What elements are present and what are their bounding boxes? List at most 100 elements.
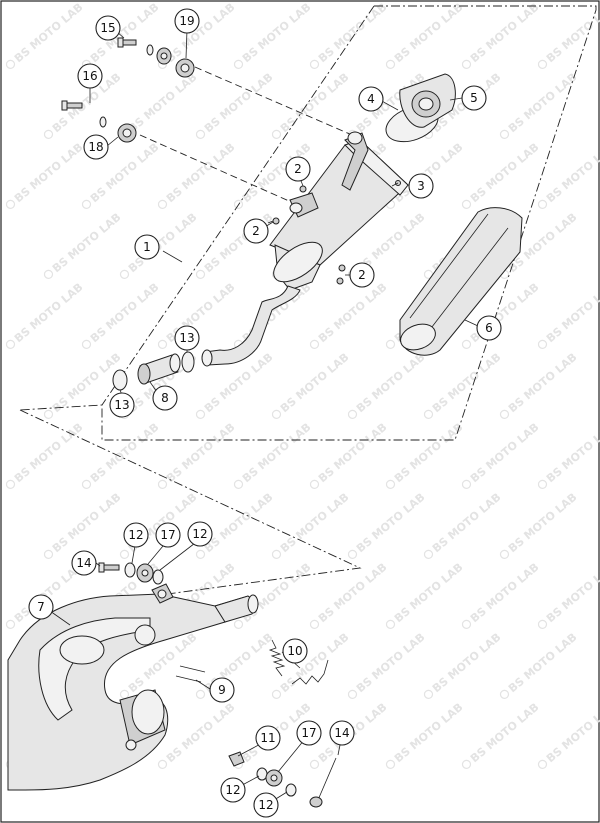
watermark-mark: BS MOTO LAB bbox=[461, 421, 541, 489]
watermark-text: BS MOTO LAB bbox=[202, 211, 275, 276]
watermark-text: BS MOTO LAB bbox=[468, 421, 541, 486]
watermark-text: BS MOTO LAB bbox=[88, 421, 161, 486]
callout-4: 4 bbox=[358, 86, 384, 112]
leader-lines bbox=[49, 29, 479, 806]
callout-11: 11 bbox=[255, 725, 281, 751]
watermark-text: BS MOTO LAB bbox=[316, 421, 389, 486]
spring-part-10-a bbox=[268, 639, 286, 677]
seal-ring-part-13-upper bbox=[181, 351, 195, 373]
watermark-mark: BS MOTO LAB bbox=[233, 1, 313, 69]
watermark-text: BS MOTO LAB bbox=[468, 561, 541, 626]
svg-text:14: 14 bbox=[76, 556, 91, 570]
seal-ring-part-13-lower bbox=[112, 369, 128, 391]
watermark-text: BS MOTO LAB bbox=[12, 421, 85, 486]
watermark-mark: BS MOTO LAB bbox=[385, 1, 465, 69]
watermark-text: BS MOTO LAB bbox=[392, 701, 465, 766]
watermark-mark: BS MOTO LAB bbox=[537, 141, 600, 209]
svg-text:12: 12 bbox=[258, 798, 273, 812]
watermark-text: BS MOTO LAB bbox=[240, 1, 313, 66]
bolt-alignment-line-lower bbox=[139, 134, 299, 206]
watermark-mark: BS MOTO LAB bbox=[423, 491, 503, 559]
watermark-text: BS MOTO LAB bbox=[126, 71, 199, 136]
washer-part-12-a bbox=[124, 562, 136, 578]
svg-text:2: 2 bbox=[358, 268, 366, 282]
washer-part-12-d bbox=[285, 783, 297, 797]
svg-text:12: 12 bbox=[225, 783, 240, 797]
watermark-text: BS MOTO LAB bbox=[278, 351, 351, 416]
callout-13-lower: 13 bbox=[109, 392, 135, 418]
svg-text:2: 2 bbox=[252, 224, 260, 238]
watermark-mark: BS MOTO LAB bbox=[195, 71, 275, 139]
watermark-text: BS MOTO LAB bbox=[544, 701, 600, 766]
bolt-part-16 bbox=[61, 100, 83, 111]
svg-text:13: 13 bbox=[179, 331, 194, 345]
watermark-text: BS MOTO LAB bbox=[240, 421, 313, 486]
assembly-link-line bbox=[19, 409, 362, 596]
watermark-text: BS MOTO LAB bbox=[506, 491, 579, 556]
watermark-text: BS MOTO LAB bbox=[544, 561, 600, 626]
watermark-text: BS MOTO LAB bbox=[430, 631, 503, 696]
watermark-mark: BS MOTO LAB bbox=[461, 1, 541, 69]
watermark-mark: BS MOTO LAB bbox=[271, 491, 351, 559]
watermark-mark: BS MOTO LAB bbox=[347, 491, 427, 559]
svg-text:2: 2 bbox=[294, 162, 302, 176]
watermark-text: BS MOTO LAB bbox=[50, 491, 123, 556]
callout-12-b: 12 bbox=[187, 521, 213, 547]
watermark-text: BS MOTO LAB bbox=[316, 1, 389, 66]
watermark-mark: BS MOTO LAB bbox=[157, 421, 237, 489]
washer-part-15 bbox=[146, 44, 154, 56]
svg-text:3: 3 bbox=[417, 179, 425, 193]
callout-15: 15 bbox=[95, 15, 121, 41]
watermark-text: BS MOTO LAB bbox=[468, 1, 541, 66]
watermark-text: BS MOTO LAB bbox=[316, 281, 389, 346]
watermark-mark: BS MOTO LAB bbox=[271, 351, 351, 419]
callout-19: 19 bbox=[174, 8, 200, 34]
clip-part-11 bbox=[228, 751, 245, 767]
callout-14-upper: 14 bbox=[71, 550, 97, 576]
bolt-part-15 bbox=[117, 37, 137, 48]
watermark-mark: BS MOTO LAB bbox=[5, 281, 85, 349]
watermark-text: BS MOTO LAB bbox=[354, 631, 427, 696]
watermark-mark: BS MOTO LAB bbox=[423, 631, 503, 699]
svg-text:8: 8 bbox=[161, 391, 169, 405]
watermark-text: BS MOTO LAB bbox=[278, 491, 351, 556]
watermark-mark: BS MOTO LAB bbox=[309, 1, 389, 69]
callout-9: 9 bbox=[209, 677, 235, 703]
callout-10: 10 bbox=[282, 638, 308, 664]
svg-text:11: 11 bbox=[260, 731, 275, 745]
callout-5: 5 bbox=[461, 85, 487, 111]
watermark-mark: BS MOTO LAB bbox=[233, 421, 313, 489]
watermark-mark: BS MOTO LAB bbox=[43, 351, 123, 419]
rubber-mount-part-17-b bbox=[265, 769, 283, 787]
silencer-cover-part-6 bbox=[399, 207, 523, 356]
screw-part-2-mid bbox=[267, 217, 280, 225]
callout-12-a: 12 bbox=[123, 522, 149, 548]
watermark-mark: BS MOTO LAB bbox=[499, 631, 579, 699]
watermark-text: BS MOTO LAB bbox=[506, 631, 579, 696]
watermark-text: BS MOTO LAB bbox=[164, 421, 237, 486]
watermark-mark: BS MOTO LAB bbox=[309, 561, 389, 629]
watermark-mark: BS MOTO LAB bbox=[537, 421, 600, 489]
callout-14-lower: 14 bbox=[329, 720, 355, 746]
watermark-text: BS MOTO LAB bbox=[544, 1, 600, 66]
svg-text:4: 4 bbox=[367, 92, 375, 106]
callout-18: 18 bbox=[83, 134, 109, 160]
watermark-mark: BS MOTO LAB bbox=[309, 281, 389, 349]
watermark-text: BS MOTO LAB bbox=[468, 701, 541, 766]
rubber-mount-part-19-b bbox=[175, 58, 195, 78]
watermark-text: BS MOTO LAB bbox=[544, 281, 600, 346]
watermark-text: BS MOTO LAB bbox=[468, 141, 541, 206]
watermark-mark: BS MOTO LAB bbox=[195, 631, 275, 699]
screw-part-2-top bbox=[299, 185, 307, 193]
callout-17-a: 17 bbox=[155, 522, 181, 548]
watermark-text: BS MOTO LAB bbox=[392, 561, 465, 626]
watermark-mark: BS MOTO LAB bbox=[461, 701, 541, 769]
watermark-text: BS MOTO LAB bbox=[164, 701, 237, 766]
sleeve-part-8 bbox=[137, 353, 181, 385]
rubber-mount-part-17-a bbox=[136, 563, 154, 583]
callout-3: 3 bbox=[408, 173, 434, 199]
svg-text:1: 1 bbox=[143, 240, 151, 254]
